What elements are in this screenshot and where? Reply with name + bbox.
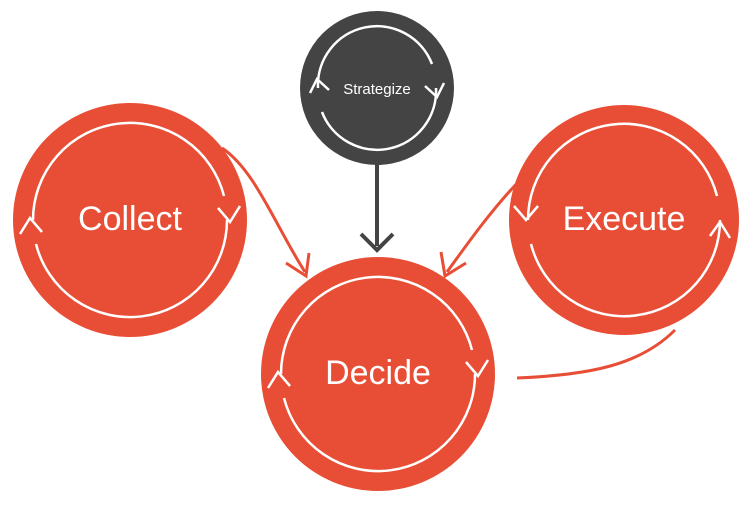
- collect-cycle-icon: [18, 121, 242, 319]
- collect-circle: [13, 103, 247, 337]
- node-decide: Decide: [261, 257, 495, 491]
- strategize-circle: [300, 11, 454, 165]
- edge-collect-to-decide: [221, 146, 307, 273]
- edge-collect-to-decide-arrowhead: [285, 252, 311, 279]
- decide-label: Decide: [325, 354, 431, 392]
- strategize-cycle-icon: [308, 25, 446, 151]
- node-strategize: Strategize: [300, 11, 454, 165]
- execute-label: Execute: [563, 200, 686, 238]
- node-execute: Execute: [509, 105, 739, 335]
- edge-strategize-to-decide-arrowhead: [359, 232, 395, 253]
- decide-cycle-icon: [266, 275, 490, 473]
- execute-cycle-icon: [513, 122, 732, 318]
- node-collect: Collect: [13, 103, 247, 337]
- edge-execute-to-decide-arrowhead: [439, 251, 467, 279]
- edge-decide-to-execute: [516, 328, 677, 380]
- collect-label: Collect: [78, 200, 182, 238]
- execute-circle: [509, 105, 739, 335]
- strategize-label: Strategize: [343, 81, 411, 98]
- decide-circle: [261, 257, 495, 491]
